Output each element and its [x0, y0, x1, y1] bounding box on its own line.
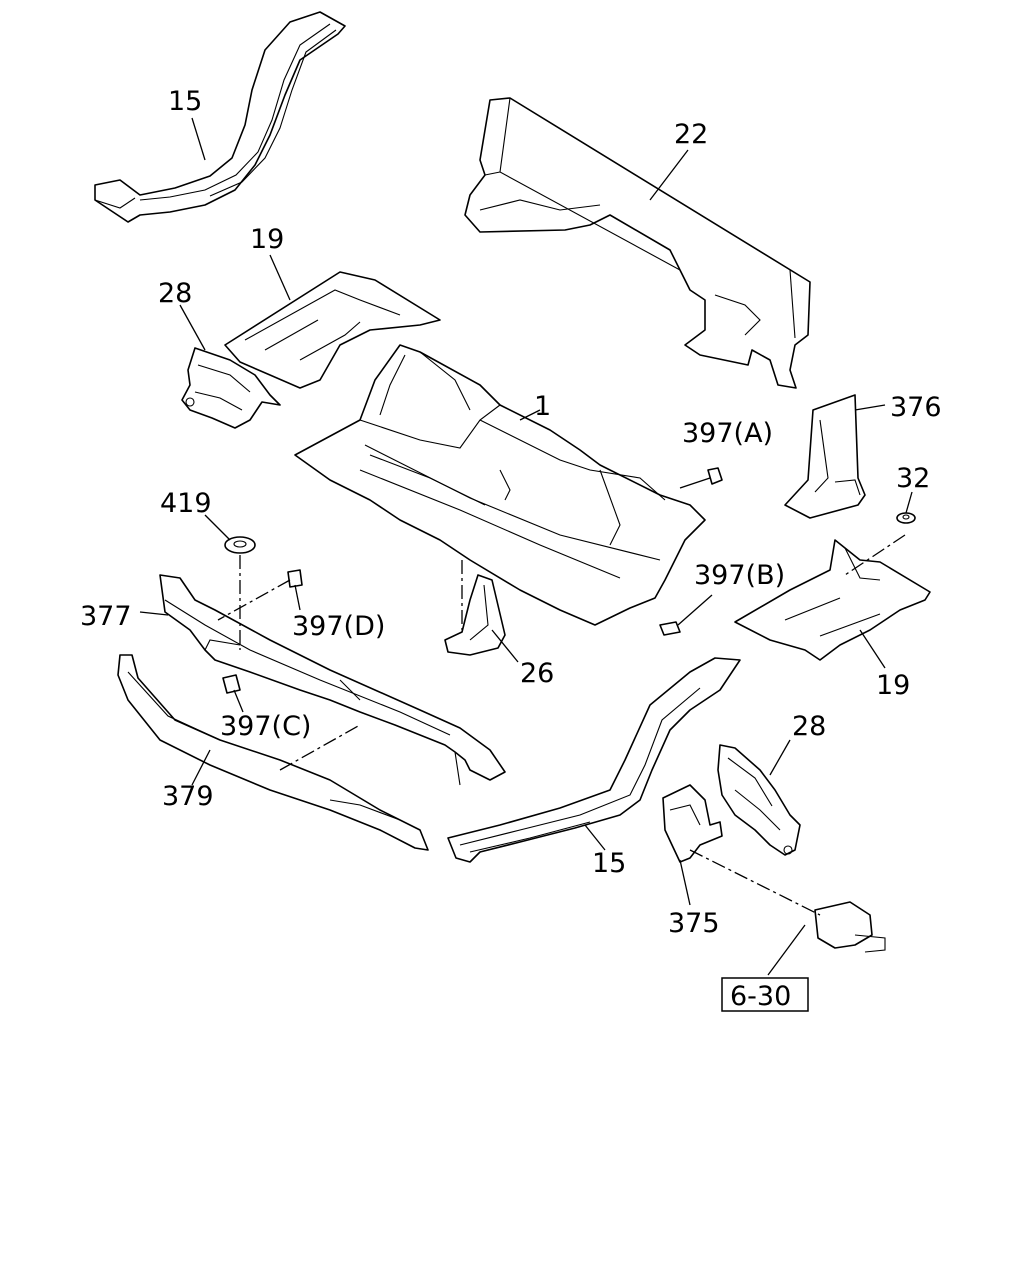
callout-22: 22 — [674, 119, 708, 150]
leader-lines — [139, 117, 913, 976]
callout-19-top: 19 — [250, 224, 284, 255]
part-375-bracket — [662, 784, 723, 863]
part-379-lower-cross-member — [117, 654, 429, 851]
part-19-side-floor-panel-left — [224, 271, 441, 389]
callout-419: 419 — [160, 488, 212, 519]
callout-377: 377 — [80, 601, 132, 632]
part-397a-clip — [707, 467, 723, 485]
reference-part-6-30 — [814, 901, 886, 953]
part-32-nut — [896, 512, 916, 524]
callout-379: 379 — [162, 781, 214, 812]
callout-375: 375 — [668, 908, 720, 939]
callout-19-right: 19 — [876, 670, 910, 701]
callout-397b: 397(B) — [694, 560, 785, 591]
part-22-cross-member — [464, 97, 811, 389]
part-15-frame-rail-upper — [94, 11, 346, 223]
callout-397a: 397(A) — [682, 418, 773, 449]
part-397d-clip — [287, 569, 303, 588]
callout-32: 32 — [896, 463, 930, 494]
part-19-side-floor-panel-right — [734, 539, 931, 661]
part-28-bracket-right — [717, 744, 801, 856]
callout-397c: 397(C) — [220, 711, 311, 742]
part-377-front-cross-member — [159, 574, 506, 786]
callout-labels: 15 22 19 28 1 397(A) 376 32 419 377 397(… — [80, 86, 942, 939]
callout-15-top: 15 — [168, 86, 202, 117]
callout-26: 26 — [520, 658, 554, 689]
callout-28-right: 28 — [792, 711, 826, 742]
callout-397d: 397(D) — [292, 611, 385, 642]
part-397c-clip — [222, 674, 241, 694]
callout-28-top: 28 — [158, 278, 192, 309]
callout-15-bottom: 15 — [592, 848, 626, 879]
part-376-bracket — [784, 394, 866, 519]
reference-box[interactable]: 6-30 — [721, 977, 809, 1012]
reference-label: 6-30 — [730, 981, 791, 1012]
part-1-main-floor-panel — [294, 344, 706, 626]
part-419-grommet — [224, 536, 256, 554]
part-397b-clip — [659, 621, 681, 636]
callout-1: 1 — [534, 391, 551, 422]
part-15-frame-rail-lower — [447, 657, 741, 863]
part-28-bracket-left — [181, 347, 281, 429]
callout-376: 376 — [890, 392, 942, 423]
part-26-support-bracket — [444, 574, 506, 656]
